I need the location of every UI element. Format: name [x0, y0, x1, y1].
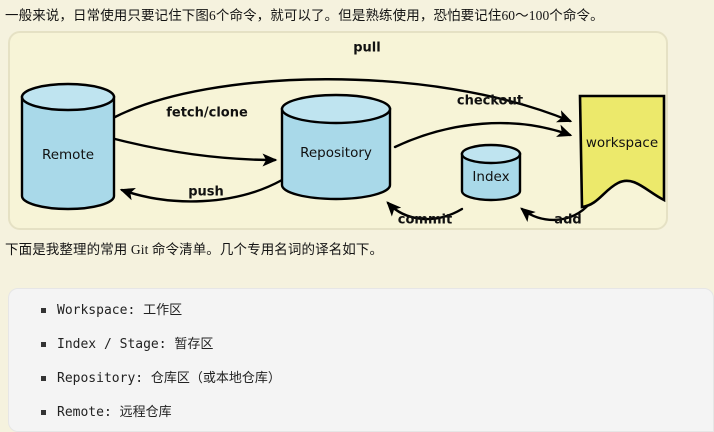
list-item: Remote: 远程仓库 — [41, 405, 713, 421]
node-index-label: Index — [472, 169, 509, 185]
edge-pull-path — [113, 78, 573, 123]
edge-label-commit: commit — [398, 213, 452, 228]
terms-panel: Workspace: 工作区 Index / Stage: 暂存区 Reposi… — [8, 288, 714, 432]
terms-list: Workspace: 工作区 Index / Stage: 暂存区 Reposi… — [9, 289, 713, 421]
edge-label-pull: pull — [353, 41, 380, 56]
edge-label-add: add — [554, 213, 581, 228]
node-workspace: workspace — [578, 94, 666, 209]
edge-label-push: push — [188, 185, 224, 200]
list-item: Workspace: 工作区 — [41, 303, 713, 319]
node-remote-label: Remote — [42, 147, 94, 163]
node-remote: Remote — [20, 82, 116, 211]
edge-fetch-clone-path — [113, 137, 278, 167]
terms-intro-paragraph: 下面是我整理的常用 Git 命令清单。几个专用名词的译名如下。 — [5, 242, 384, 257]
list-item: Index / Stage: 暂存区 — [41, 337, 713, 353]
node-index: Index — [460, 143, 522, 202]
edge-label-fetch-clone: fetch/clone — [166, 106, 248, 121]
list-item: Repository: 仓库区（或本地仓库） — [41, 371, 713, 387]
edge-label-checkout: checkout — [457, 94, 523, 109]
edge-add-path — [520, 201, 592, 222]
node-workspace-label: workspace — [586, 135, 658, 151]
intro-paragraph: 一般来说，日常使用只要记住下图6个命令，就可以了。但是熟练使用，恐怕要记住60～… — [5, 8, 604, 23]
edge-commit-path — [386, 201, 464, 221]
edge-checkout-path — [393, 121, 573, 149]
edge-push-path — [119, 178, 284, 203]
git-workflow-diagram-panel: Remote Repository Index workspace pull — [8, 31, 668, 230]
git-workflow-diagram-svg: Remote Repository Index workspace pull — [20, 41, 666, 228]
node-repository: Repository — [280, 93, 392, 201]
node-repository-label: Repository — [300, 145, 372, 161]
